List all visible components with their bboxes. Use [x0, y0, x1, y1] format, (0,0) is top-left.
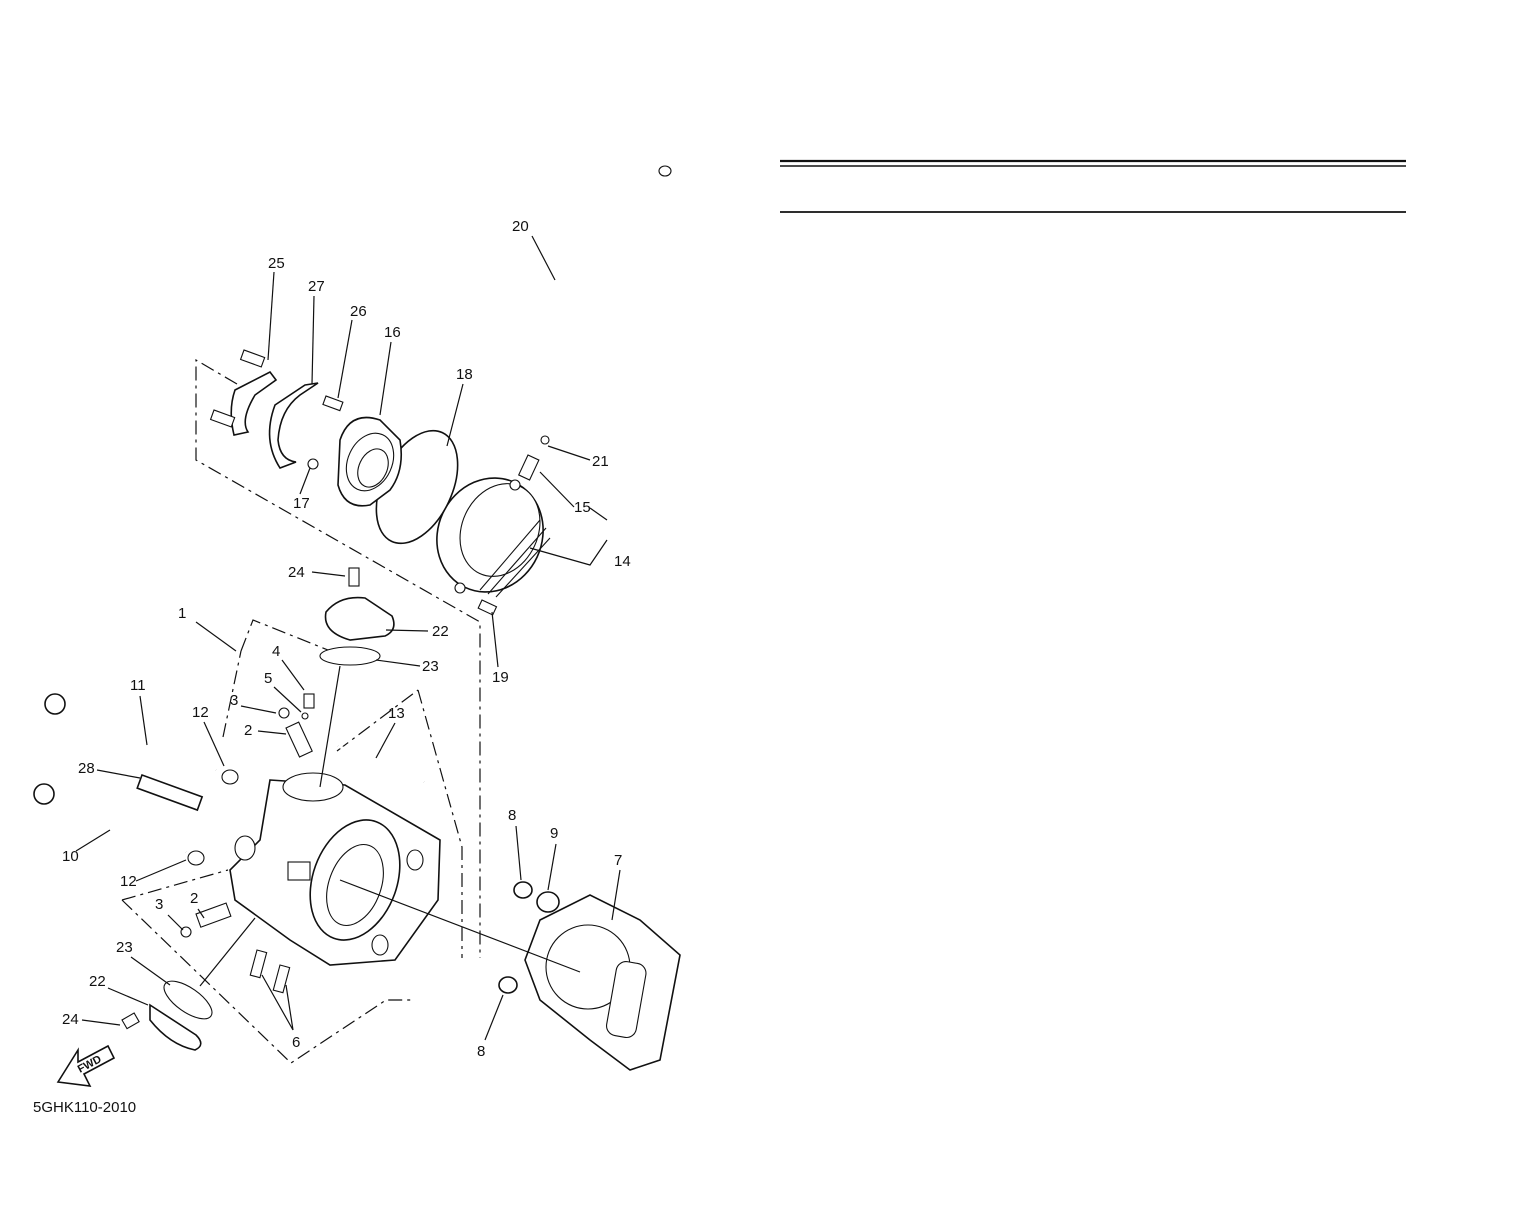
- tappet-cover: [436, 477, 551, 598]
- callout-6: 6: [292, 1034, 300, 1051]
- callout-7: 7: [614, 852, 622, 869]
- callout-28: 28: [78, 760, 95, 777]
- callout-9: 9: [550, 825, 558, 842]
- callout-2: 2: [244, 722, 252, 739]
- cover-plate: [337, 416, 403, 507]
- small-fasteners: [348, 435, 550, 616]
- studs: [249, 949, 291, 994]
- callout-21: 21: [592, 453, 609, 470]
- header-rules: [780, 159, 1406, 213]
- leader-lines: [75, 235, 621, 1041]
- callout-4: 4: [272, 643, 280, 660]
- breather-hose: [516, 165, 672, 437]
- callout-19: 19: [492, 669, 509, 686]
- callout-labels: 25 27 26 16 18 20 21 15 14 17 24 22 23 1…: [62, 218, 631, 1060]
- head-bolts: [33, 693, 425, 866]
- fwd-label: FWD: [76, 1053, 104, 1075]
- callout-15: 15: [574, 499, 591, 516]
- head-cap-bottom: [121, 980, 213, 1051]
- callout-1: 1: [178, 605, 186, 622]
- callout-25: 25: [268, 255, 285, 272]
- callout-13: 13: [388, 705, 405, 722]
- callout-24b: 24: [62, 1011, 79, 1028]
- fwd-arrow-icon: FWD: [56, 1044, 116, 1087]
- callout-20: 20: [512, 218, 529, 235]
- callout-27: 27: [308, 278, 325, 295]
- callout-24: 24: [288, 564, 305, 581]
- callout-10: 10: [62, 848, 79, 865]
- cylinder-head: [229, 772, 441, 966]
- callout-14: 14: [614, 553, 631, 570]
- diagram-code: 5GHK110-2010: [33, 1099, 136, 1116]
- callout-8b: 8: [477, 1043, 485, 1060]
- callout-3: 3: [230, 692, 238, 709]
- callout-2b: 2: [190, 890, 198, 907]
- callout-11: 11: [130, 677, 146, 694]
- valve-guides: [180, 693, 315, 938]
- bracket: [209, 349, 344, 470]
- callout-17: 17: [293, 495, 310, 512]
- spark-plug: [136, 773, 204, 812]
- callout-16: 16: [384, 324, 401, 341]
- callout-12b: 12: [120, 873, 137, 890]
- callout-26: 26: [350, 303, 367, 320]
- callout-12: 12: [192, 704, 209, 721]
- head-cap-top: [319, 596, 395, 666]
- callout-5: 5: [264, 670, 272, 687]
- dowels: [498, 881, 560, 994]
- callout-8: 8: [508, 807, 516, 824]
- callout-23b: 23: [116, 939, 133, 956]
- callout-22: 22: [432, 623, 449, 640]
- callout-3b: 3: [155, 896, 163, 913]
- callout-23: 23: [422, 658, 439, 675]
- assembly-boundary: [121, 358, 481, 1064]
- callout-22b: 22: [89, 973, 106, 990]
- callout-18: 18: [456, 366, 473, 383]
- head-gasket: [524, 894, 681, 1071]
